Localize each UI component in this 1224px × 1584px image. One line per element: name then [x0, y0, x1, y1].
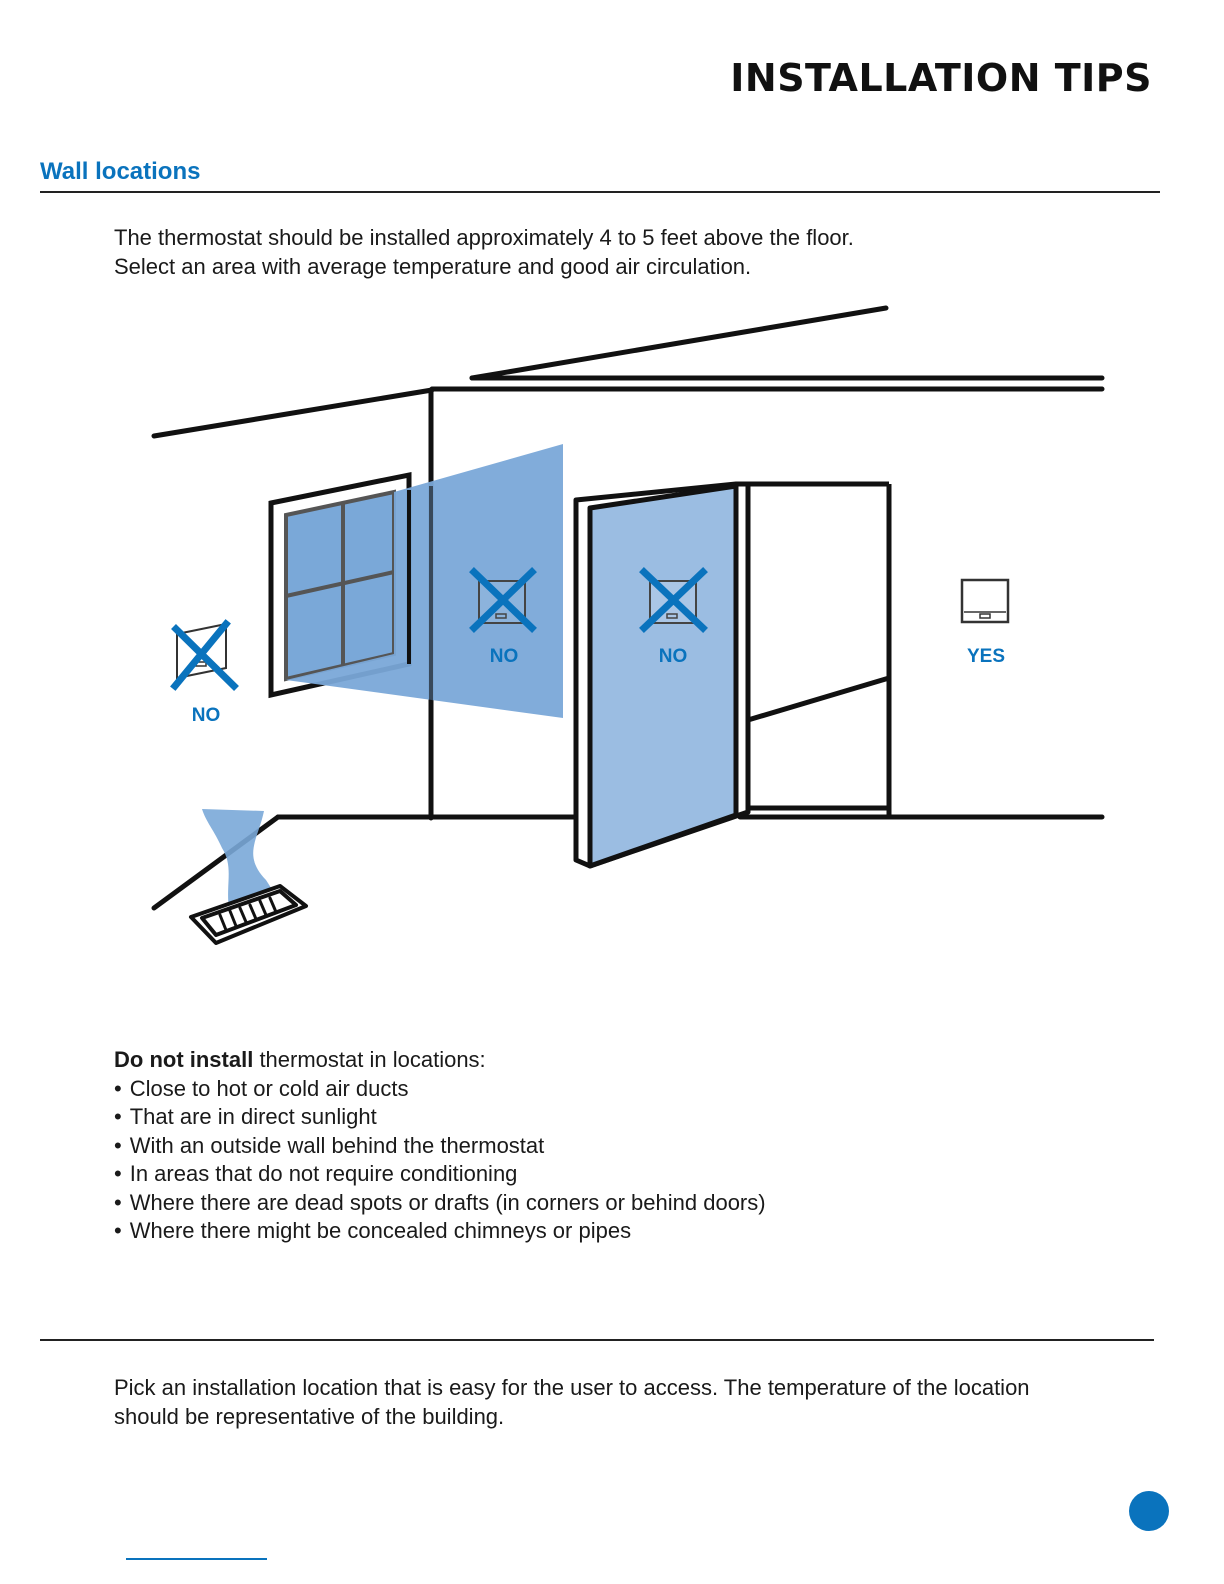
- thermostat-door-no-icon: [639, 567, 708, 633]
- divider-top: [40, 191, 1160, 193]
- footer-paragraph: Pick an installation location that is ea…: [114, 1374, 1124, 1431]
- floor-vent-icon: [189, 884, 308, 945]
- warnings-lead: Do not install thermostat in locations:: [114, 1047, 486, 1072]
- list-item: That are in direct sunlight: [114, 1103, 1014, 1132]
- wall-locations-illustration: NO NO NO YES: [151, 305, 1105, 945]
- page-marker-dot: [1129, 1491, 1169, 1531]
- intro-paragraph: The thermostat should be installed appro…: [114, 224, 1014, 281]
- open-door: [573, 481, 751, 869]
- sunlight-beam: [286, 444, 563, 718]
- page-title: INSTALLATION TIPS: [730, 56, 1152, 100]
- thermostat-sunlight-no-icon: [469, 567, 537, 633]
- section-heading: Wall locations: [40, 158, 201, 185]
- thermostat-wall-no-icon: [170, 619, 239, 691]
- list-item: In areas that do not require conditionin…: [114, 1160, 1014, 1189]
- intro-line-1: The thermostat should be installed appro…: [114, 225, 854, 250]
- list-item: Where there are dead spots or drafts (in…: [114, 1189, 1014, 1218]
- list-item: Close to hot or cold air ducts: [114, 1075, 1014, 1104]
- doorway: [740, 481, 892, 817]
- list-item: Where there might be concealed chimneys …: [114, 1217, 1014, 1246]
- label-no-sunlight: NO: [490, 646, 519, 667]
- bottom-underline: [126, 1558, 267, 1560]
- label-no-wall: NO: [192, 705, 221, 726]
- footer-line-2: should be representative of the building…: [114, 1403, 505, 1429]
- intro-line-2: Select an area with average temperature …: [114, 253, 752, 279]
- label-no-door: NO: [659, 646, 688, 667]
- warnings-list: Do not install thermostat in locations: …: [114, 1046, 1014, 1246]
- thermostat-yes-icon: [960, 578, 1010, 624]
- divider-bottom: [40, 1339, 1154, 1341]
- footer-line-1: Pick an installation location that is ea…: [114, 1375, 1030, 1400]
- list-item: With an outside wall behind the thermost…: [114, 1132, 1014, 1161]
- label-yes: YES: [967, 646, 1005, 667]
